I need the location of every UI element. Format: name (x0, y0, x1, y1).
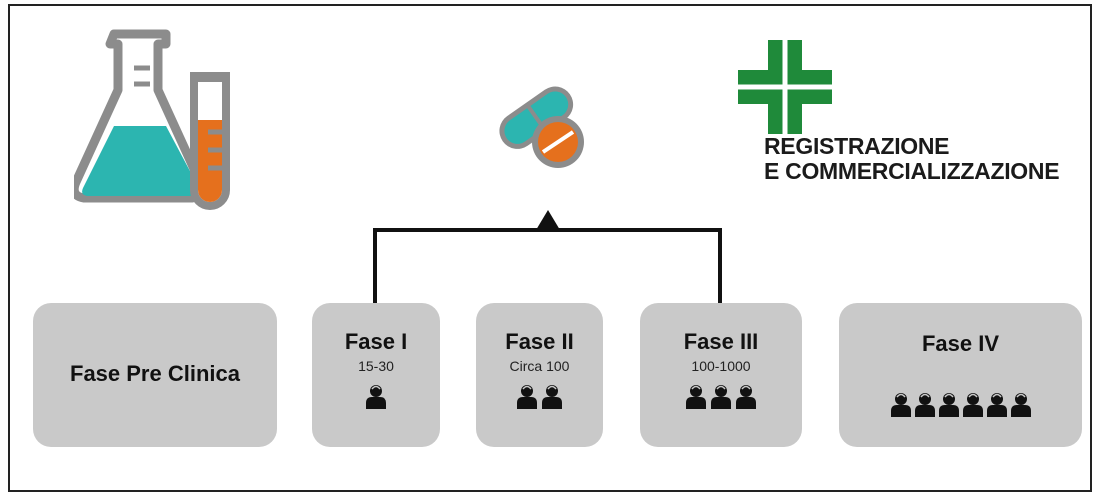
phase-4: Fase IV (839, 303, 1082, 447)
person-icon (517, 385, 537, 409)
laboratory-flask-icon (74, 29, 230, 210)
person-icon (890, 393, 911, 417)
person-icon (938, 393, 959, 417)
phase-participants-range: 15-30 (358, 358, 394, 374)
person-icon (736, 385, 756, 409)
person-icon (1010, 393, 1031, 417)
phase-3: Fase III 100-1000 (640, 303, 802, 447)
phase-title: Fase Pre Clinica (70, 361, 240, 386)
phase-2: Fase II Circa 100 (476, 303, 603, 447)
person-icon (542, 385, 562, 409)
person-icon (711, 385, 731, 409)
person-icon (366, 385, 386, 409)
arrow-head-icon (536, 210, 560, 230)
person-icon (986, 393, 1007, 417)
person-icon (962, 393, 983, 417)
registration-label: REGISTRAZIONE E COMMERCIALIZZAZIONE (764, 133, 1060, 184)
participants-icons (640, 383, 802, 409)
phase-title: Fase I (344, 329, 408, 354)
phase-1: Fase I 15-30 (312, 303, 440, 447)
green-cross-logo (738, 40, 832, 134)
phase-title: Fase II (505, 329, 574, 354)
participants-icons (476, 383, 603, 409)
phase-participants-range: Circa 100 (509, 358, 570, 374)
phase-title: Fase IV (921, 331, 1000, 356)
participants-icons (839, 391, 1082, 417)
person-icon (686, 385, 706, 409)
participants-icons (312, 383, 440, 409)
phase-bracket-arrow (373, 210, 722, 304)
pills-icon (499, 86, 584, 168)
registration-line-2: E COMMERCIALIZZAZIONE (764, 158, 1060, 184)
phase-participants-range: 100-1000 (691, 358, 751, 374)
person-icon (914, 393, 935, 417)
registration-line-1: REGISTRAZIONE (764, 133, 950, 159)
phase-pre-clinica: Fase Pre Clinica (33, 303, 277, 447)
phase-title: Fase III (683, 329, 759, 354)
